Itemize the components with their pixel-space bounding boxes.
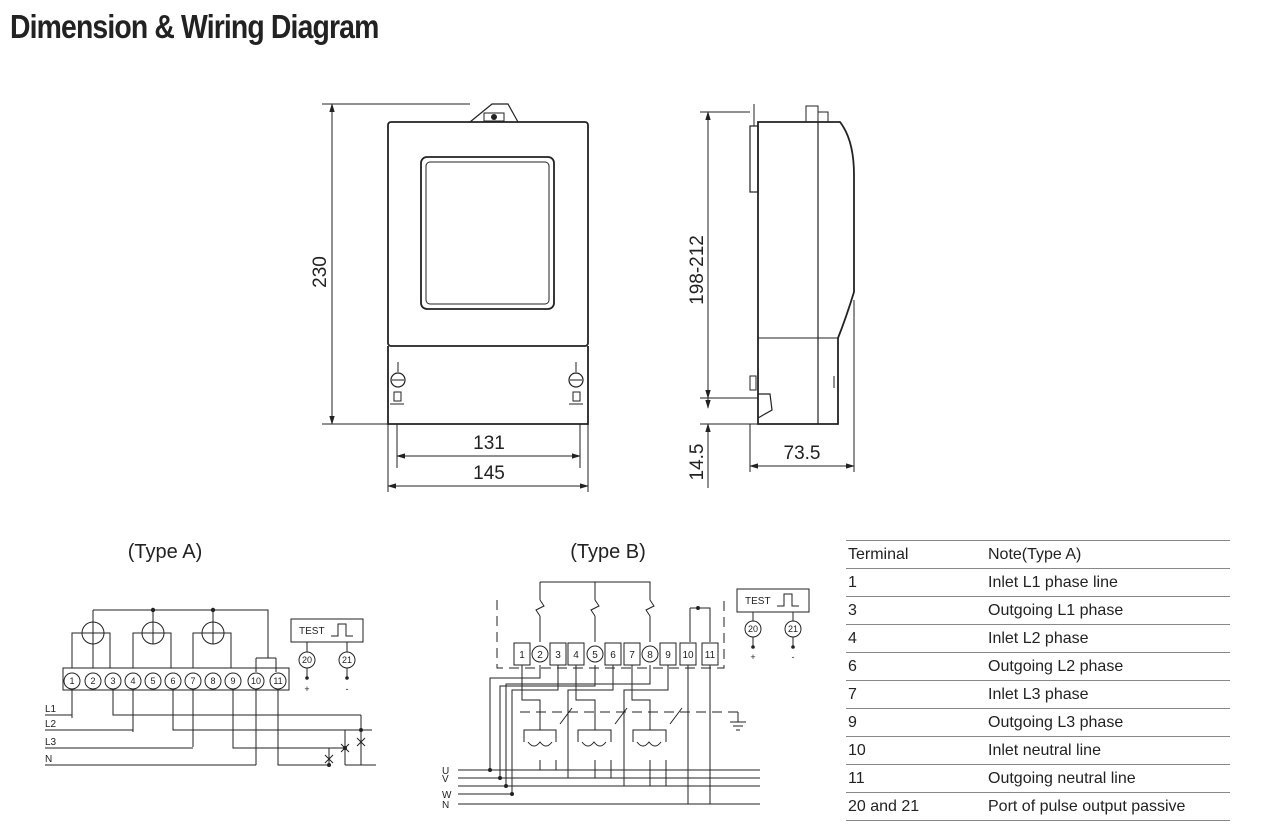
table-cell-terminal: 9 bbox=[846, 708, 986, 737]
type-a-line-label: L1 bbox=[45, 704, 57, 715]
table-header-terminal: Terminal bbox=[846, 540, 986, 569]
table-cell-note: Outgoing L3 phase bbox=[986, 708, 1230, 737]
type-b-terminal: 1 bbox=[519, 650, 525, 661]
type-b-terminal: 5 bbox=[592, 650, 598, 661]
dim-width-outer: 145 bbox=[473, 463, 505, 484]
table-cell-note: Port of pulse output passive bbox=[986, 792, 1230, 821]
type-a-terminal: 4 bbox=[130, 676, 135, 686]
dim-height-front: 230 bbox=[310, 256, 331, 288]
table-cell-note: Inlet neutral line bbox=[986, 736, 1230, 765]
type-b-terminal: 4 bbox=[573, 650, 579, 661]
type-b-label: (Type B) bbox=[570, 541, 646, 563]
type-a-terminal: 6 bbox=[170, 676, 175, 686]
type-a-terminal: 7 bbox=[190, 676, 195, 686]
type-a-line-label: L2 bbox=[45, 719, 57, 730]
table-cell-note: Outgoing L1 phase bbox=[986, 596, 1230, 625]
type-b-terminal: 6 bbox=[610, 650, 616, 661]
table-cell-note: Outgoing neutral line bbox=[986, 764, 1230, 793]
type-a-line-label: L3 bbox=[45, 737, 57, 748]
type-b-terminal: 9 bbox=[665, 650, 671, 661]
type-b-pulse-terminal: 21 bbox=[788, 624, 798, 634]
type-a-terminal: 3 bbox=[110, 676, 115, 686]
table-cell-note: Inlet L2 phase bbox=[986, 624, 1230, 653]
table-cell-note: Inlet L1 phase line bbox=[986, 568, 1230, 597]
type-b-line-label: V bbox=[442, 774, 449, 785]
table-cell-terminal: 3 bbox=[846, 596, 986, 625]
type-b-terminal: 8 bbox=[647, 650, 653, 661]
table-cell-note: Outgoing L2 phase bbox=[986, 652, 1230, 681]
table-cell-terminal: 1 bbox=[846, 568, 986, 597]
type-a-pulse-sign: - bbox=[346, 684, 349, 694]
table-cell-note: Inlet L3 phase bbox=[986, 680, 1230, 709]
dim-terminal-offset: 14.5 bbox=[687, 444, 708, 481]
type-b-terminal: 11 bbox=[705, 650, 716, 661]
type-a-terminal: 9 bbox=[230, 676, 235, 686]
type-a-test-label: TEST bbox=[299, 626, 325, 637]
table-header-note: Note(Type A) bbox=[986, 540, 1230, 569]
type-a-terminal: 5 bbox=[150, 676, 155, 686]
type-b-terminal: 3 bbox=[555, 650, 561, 661]
seal-left-icon bbox=[390, 362, 406, 405]
table-cell-terminal: 20 and 21 bbox=[846, 792, 986, 821]
type-a-pulse-sign: + bbox=[304, 684, 309, 694]
type-b-test-label: TEST bbox=[745, 596, 771, 607]
type-b-terminal: 2 bbox=[537, 650, 543, 661]
table-cell-terminal: 6 bbox=[846, 652, 986, 681]
type-a-terminal: 11 bbox=[273, 676, 282, 686]
front-view: 230 131 145 bbox=[310, 103, 589, 492]
type-b-terminal: 10 bbox=[682, 650, 694, 661]
type-b-line-label: U bbox=[442, 766, 449, 777]
type-b-pulse-sign: - bbox=[792, 652, 795, 662]
type-a-pulse-terminal: 20 bbox=[302, 655, 312, 665]
type-b-pulse-sign: + bbox=[750, 652, 755, 662]
dim-width-inner: 131 bbox=[473, 433, 505, 454]
type-a-line-label: N bbox=[45, 754, 52, 765]
dim-height-side: 198-212 bbox=[687, 235, 708, 305]
type-a-terminal: 1 bbox=[69, 676, 74, 686]
type-b-line-label: N bbox=[442, 800, 449, 811]
table-cell-terminal: 10 bbox=[846, 736, 986, 765]
type-a-terminal: 2 bbox=[90, 676, 95, 686]
type-b-line-label: W bbox=[442, 790, 452, 801]
type-a-terminal: 10 bbox=[251, 676, 261, 686]
page-title: Dimension & Wiring Diagram bbox=[10, 8, 379, 45]
side-view: 198-212 14.5 73.5 bbox=[687, 104, 855, 488]
table-cell-terminal: 7 bbox=[846, 680, 986, 709]
table-cell-terminal: 4 bbox=[846, 624, 986, 653]
type-b-pulse-terminal: 20 bbox=[748, 624, 758, 634]
type-a-pulse-terminal: 21 bbox=[342, 655, 352, 665]
seal-right-icon bbox=[568, 362, 584, 405]
table-cell-terminal: 11 bbox=[846, 764, 986, 793]
table-header-row: Terminal Note(Type A) bbox=[846, 540, 1230, 569]
type-a-terminal: 8 bbox=[210, 676, 215, 686]
type-b-diagram: (Type B) 1 2 3 4 5 6 7 8 9 10 11 bbox=[442, 541, 810, 811]
type-a-label: (Type A) bbox=[128, 541, 202, 563]
dim-depth: 73.5 bbox=[784, 443, 821, 464]
type-b-terminal: 7 bbox=[629, 650, 635, 661]
